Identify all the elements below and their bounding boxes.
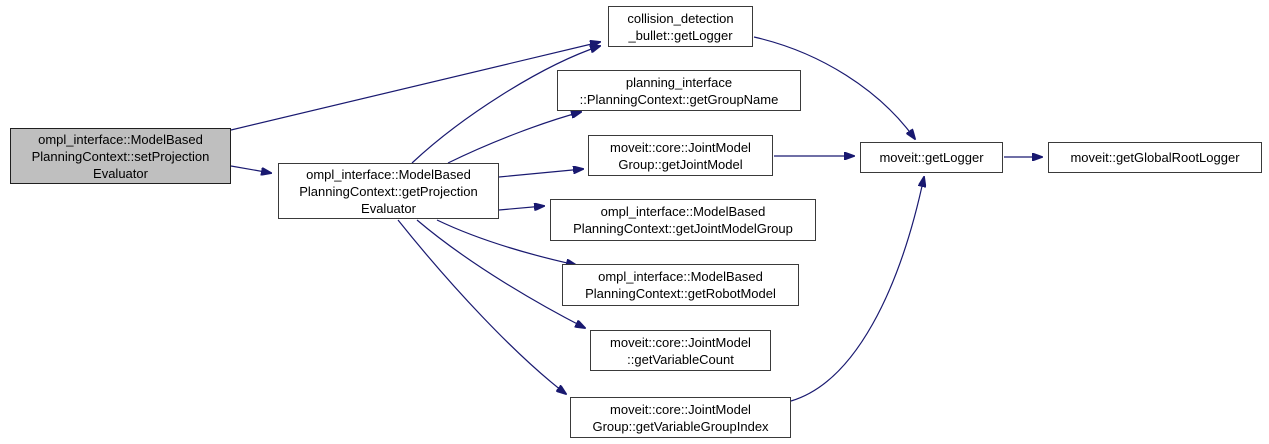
node-label-line: moveit::core::JointModel (610, 139, 751, 155)
node-label-line: moveit::core::JointModel (610, 401, 751, 417)
node-label-line: moveit::core::JointModel (610, 334, 751, 350)
node-label-line: planning_interface (625, 74, 733, 90)
node-get-joint-model-group[interactable]: ompl_interface::ModelBased PlanningConte… (550, 199, 816, 241)
node-label-line: ::PlanningContext::getGroupName (579, 91, 779, 107)
node-label-line: moveit::getLogger (879, 150, 984, 165)
node-label-line: Evaluator (361, 200, 416, 216)
node-label-line: PlanningContext::setProjection (31, 148, 210, 164)
node-label-line: PlanningContext::getRobotModel (585, 286, 776, 301)
node-get-variable-group-index[interactable]: moveit::core::JointModel Group::getVaria… (570, 397, 791, 438)
node-joint-model-group-get-joint-model[interactable]: moveit::core::JointModel Group::getJoint… (588, 135, 773, 176)
node-label-line: PlanningContext::getJointModelGroup (573, 221, 793, 236)
node-label-line: _bullet::getLogger (628, 27, 733, 43)
node-get-robot-model[interactable]: ompl_interface::ModelBased PlanningConte… (562, 264, 799, 306)
node-label-line: ompl_interface::ModelBased (598, 269, 763, 284)
edge-getprojection-to-collisionlogger (411, 46, 600, 164)
node-moveit-get-global-root-logger[interactable]: moveit::getGlobalRootLogger (1048, 142, 1262, 173)
edge-getprojection-to-getvariablegroupindex (397, 219, 566, 394)
node-label-line: ompl_interface::ModelBased (600, 204, 766, 219)
node-label-line: Group::getVariableGroupIndex (592, 418, 769, 434)
edge-setprojection-to-getprojection (230, 165, 271, 173)
edge-getprojection-to-getgroupname (447, 112, 581, 164)
node-label-line: ::getVariableCount (627, 351, 734, 367)
edge-setprojection-to-collisionlogger (230, 42, 600, 131)
node-planning-context-get-group-name[interactable]: planning_interface ::PlanningContext::ge… (557, 70, 801, 111)
edge-collisionlogger-to-moveitgetlogger (753, 36, 915, 139)
node-label-line: PlanningContext::getProjection (299, 183, 478, 199)
node-get-projection-evaluator[interactable]: ompl_interface::ModelBased PlanningConte… (278, 163, 499, 219)
node-collision-detection-bullet-get-logger[interactable]: collision_detection _bullet::getLogger (608, 6, 753, 47)
edge-getprojection-to-getjointmodel (498, 169, 583, 178)
node-moveit-get-logger[interactable]: moveit::getLogger (860, 142, 1003, 173)
edge-getprojection-to-getrobotmodel (436, 219, 576, 265)
node-label-line: collision_detection (627, 10, 734, 26)
node-label-line: Evaluator (93, 165, 148, 181)
node-label-line: ompl_interface::ModelBased (306, 166, 471, 182)
node-label-line: Group::getJointModel (618, 156, 743, 172)
node-label-line: ompl_interface::ModelBased (38, 131, 203, 147)
node-label-line: moveit::getGlobalRootLogger (1070, 150, 1240, 165)
node-get-variable-count[interactable]: moveit::core::JointModel ::getVariableCo… (590, 330, 771, 371)
edge-getvariablegroupindex-to-moveitgetlogger (790, 177, 924, 402)
node-set-projection-evaluator[interactable]: ompl_interface::ModelBased PlanningConte… (10, 128, 231, 184)
edge-getprojection-to-getvariablecount (416, 219, 585, 328)
edge-getprojection-to-getjointmodelgroup (498, 206, 544, 210)
